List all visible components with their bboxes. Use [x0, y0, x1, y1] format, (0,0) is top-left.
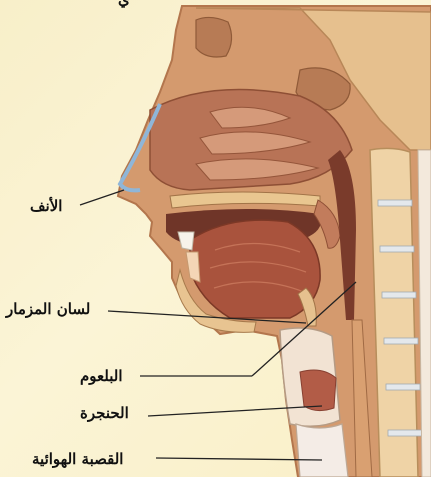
- disc-4: [384, 338, 418, 344]
- label-larynx: الحنجرة: [80, 406, 129, 421]
- label-pharynx: البلعوم: [80, 369, 123, 384]
- disc-5: [386, 384, 420, 390]
- label-nose: الأنف: [30, 199, 62, 214]
- disc-2: [380, 246, 414, 252]
- disc-1: [378, 200, 412, 206]
- vocal-fold-muscle: [300, 370, 336, 411]
- nose-leader-line: [80, 190, 124, 205]
- label-trachea: القصبة الهوائية: [32, 452, 123, 467]
- disc-3: [382, 292, 416, 298]
- partial-top-label: ي: [118, 0, 130, 7]
- trachea: [296, 424, 348, 477]
- disc-6: [388, 430, 422, 436]
- frontal-sinus: [196, 17, 232, 57]
- label-epiglottis: لسان المزمار: [6, 302, 90, 317]
